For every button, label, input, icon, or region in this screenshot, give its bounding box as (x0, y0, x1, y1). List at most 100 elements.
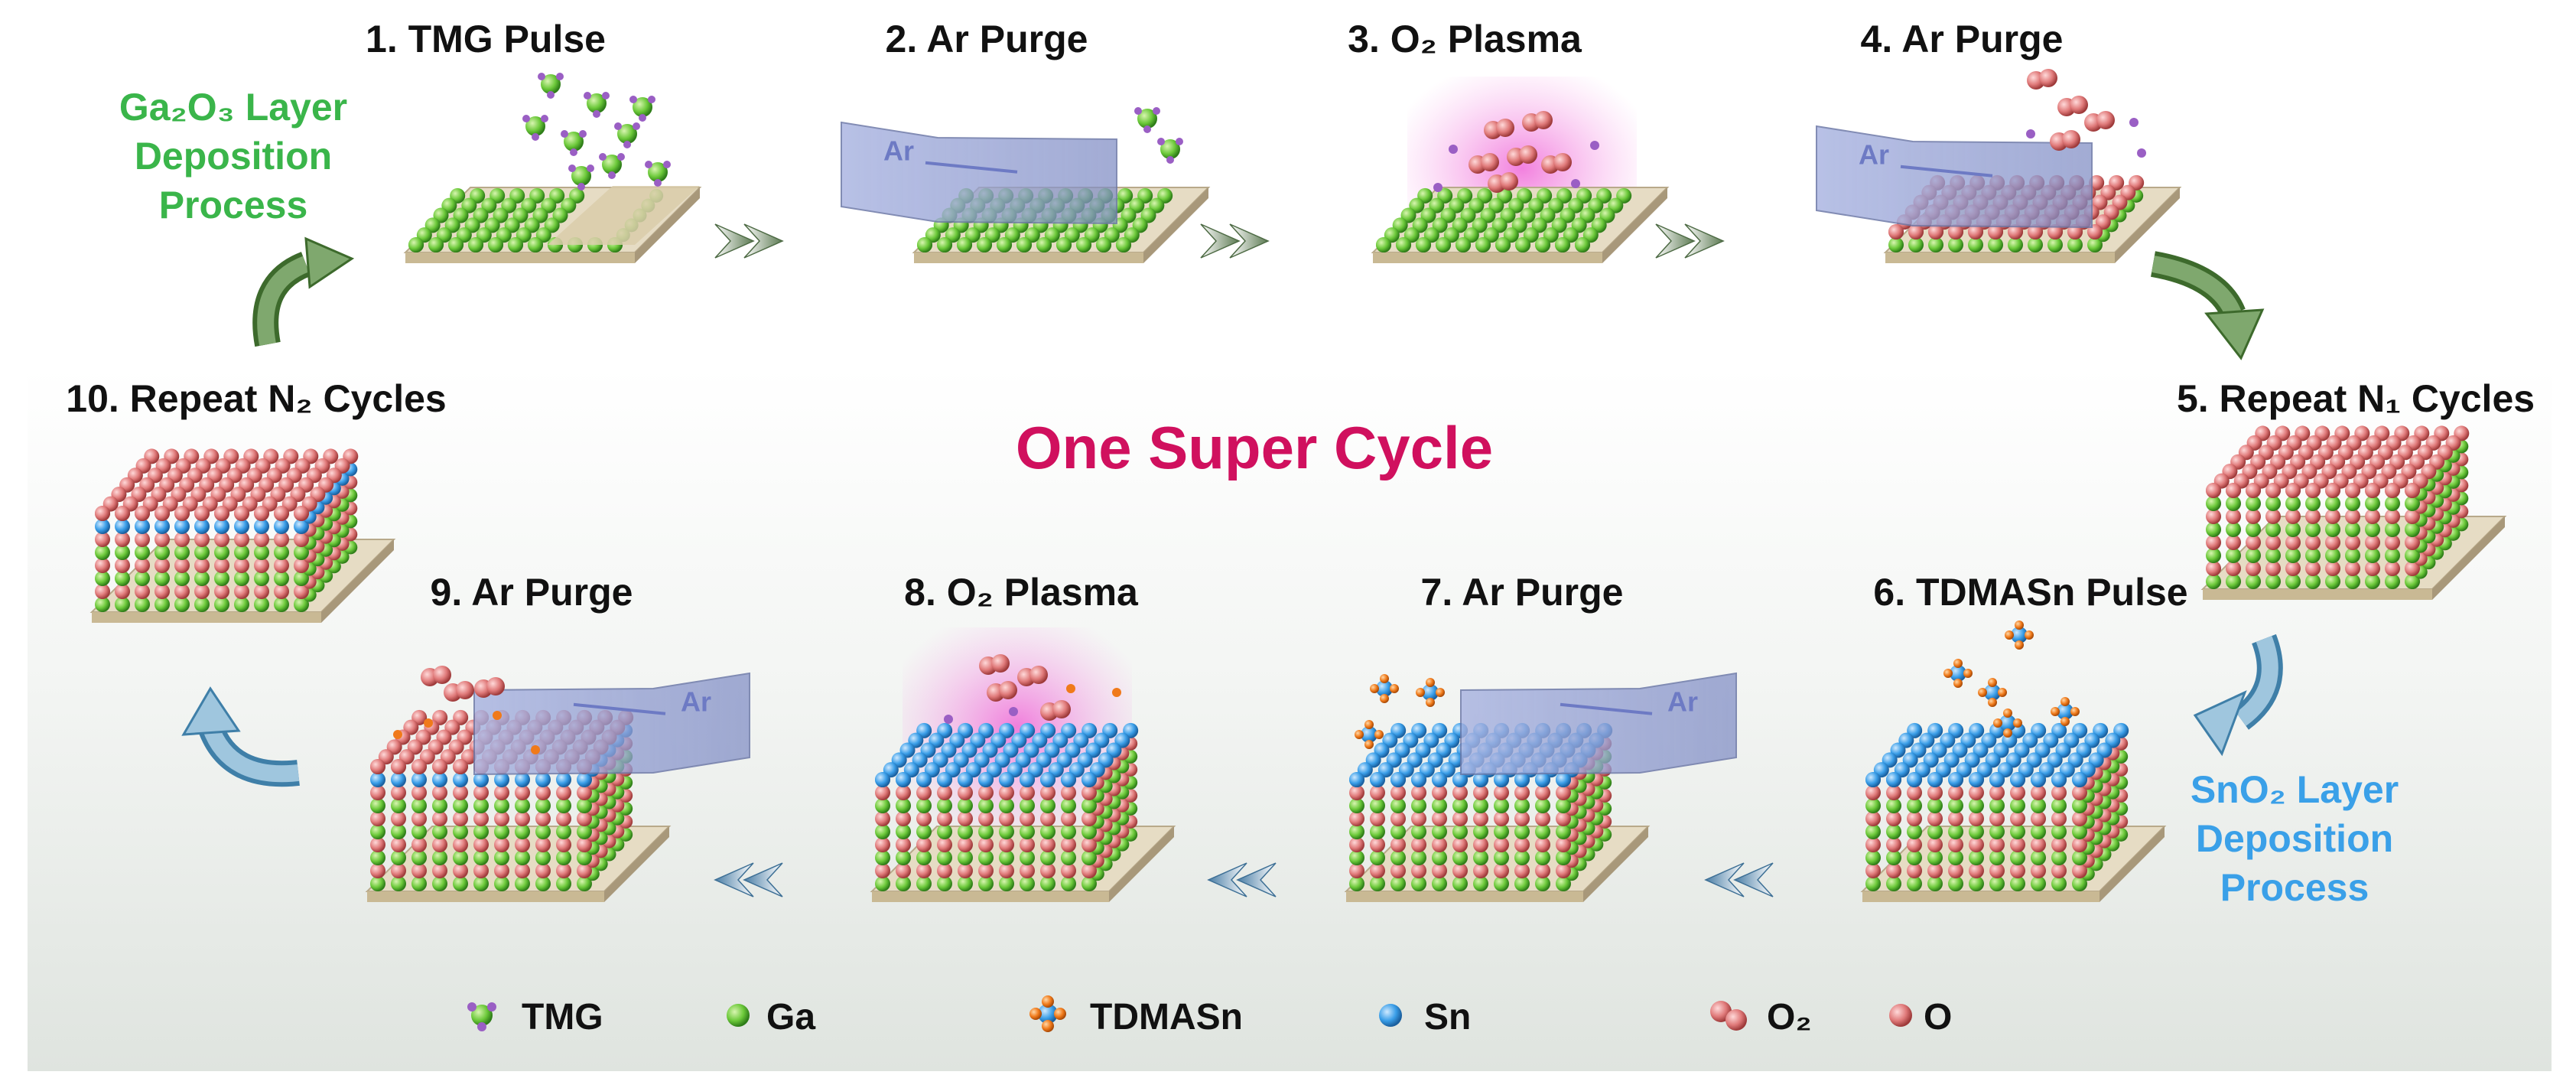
platform-step-9-atom (391, 850, 406, 865)
tdmasn-molecule-6 (1416, 678, 1445, 707)
platform-step-7-atom (1556, 863, 1571, 878)
platform-step-8-atom (978, 850, 994, 865)
tmg-molecule-1-methyl (602, 92, 610, 99)
chevron-arrow-1-2-chevron (714, 223, 755, 259)
tmg-molecule-0 (538, 73, 564, 99)
platform-step-9-atom (494, 798, 509, 813)
tmg-molecule-5-methyl (629, 96, 637, 103)
platform-step-9-atom (453, 876, 468, 891)
sno2-process-label: SnO₂ Layer Deposition Process (2191, 765, 2399, 912)
platform-step-5-atom (2345, 535, 2360, 550)
platform-step-10-atom (95, 571, 110, 586)
step-3-label: 3. O₂ Plasma (1348, 18, 1582, 60)
platform-step-10-atom (294, 558, 309, 573)
platform-step-10-substrate-front (92, 612, 321, 623)
tmg-molecule-2-ga (525, 116, 545, 136)
platform-step-6-atom (2031, 785, 2046, 800)
platform-step-7-atom (1349, 811, 1364, 826)
platform-step-6-atom (1927, 863, 1943, 878)
platform-step-7-atom (1473, 785, 1488, 800)
platform-step-7-atom (1370, 863, 1385, 878)
platform-step-7-atom (1556, 798, 1571, 813)
platform-step-1-atom (428, 237, 444, 252)
platform-step-7-atom (1494, 863, 1509, 878)
o2-molecule-2 (1507, 145, 1537, 166)
platform-step-6-atom (2051, 850, 2067, 865)
platform-step-9-atom (411, 824, 427, 839)
platform-step-10-atom (294, 532, 309, 547)
curved-arrow-9-10 (181, 686, 300, 787)
platform-step-7-atom (1494, 837, 1509, 852)
platform-step-9-atom (515, 876, 530, 891)
platform-step-4-substrate-side (2115, 187, 2180, 263)
platform-step-9-atom (556, 811, 571, 826)
platform-step-10-atom (154, 519, 170, 534)
platform-step-5-atom (2385, 548, 2400, 563)
platform-step-5-atom (2206, 574, 2221, 589)
tdmasn-molecule-0-sn (2011, 627, 2028, 643)
platform-step-4-atom (1928, 237, 1943, 252)
platform-step-7-atom (1370, 811, 1385, 826)
platform-step-7-atom (1370, 850, 1385, 865)
platform-step-5-atom (2285, 548, 2301, 563)
platform-step-4-atom (1888, 237, 1904, 252)
platform-step-5-atom (2206, 509, 2221, 524)
platform-step-8-atom (937, 772, 952, 787)
platform-step-6-atom (2051, 863, 2067, 878)
platform-step-7-atom (1473, 837, 1488, 852)
tdmasn-molecule-3-ligand (2060, 717, 2070, 726)
platform-step-6-atom (2010, 811, 2025, 826)
tmg-molecule-0-methyl (556, 73, 564, 80)
platform-step-6-atom (2010, 772, 2025, 787)
platform-step-9-atom (411, 759, 427, 774)
platform-step-10-atom (135, 532, 150, 547)
platform-step-7-atom (1411, 837, 1426, 852)
tmg-molecule-0-methyl (538, 73, 545, 80)
platform-step-5-atom (2325, 522, 2340, 537)
platform-step-4-substrate-front (1885, 252, 2115, 263)
chevron-arrow-2-3-chevron (1200, 223, 1241, 259)
platform-step-6-atom (1989, 798, 2005, 813)
platform-step-7-atom (1411, 798, 1426, 813)
platform-step-7-atom (1556, 772, 1571, 787)
platform-step-8-atom (958, 863, 973, 878)
tmg-molecule-5-methyl (648, 96, 655, 103)
platform-step-8-atom (1040, 876, 1055, 891)
platform-step-5-atom (2265, 483, 2281, 498)
platform-step-7-atom (1473, 798, 1488, 813)
platform-step-9-atom (391, 837, 406, 852)
platform-step-5-atom (2226, 496, 2241, 511)
chevron-arrow-1-2-chevron (743, 223, 784, 259)
platform-step-7-atom (1432, 850, 1447, 865)
platform-step-6-atom (1989, 785, 2005, 800)
tdmasn-molecule-3-sn (2057, 703, 2073, 720)
platform-step-6-atom (2072, 785, 2087, 800)
platform-step-2-atom (1056, 237, 1072, 252)
platform-step-10-atom (135, 558, 150, 573)
platform-step-6-atom (1969, 798, 1984, 813)
tmg-molecule-3 (561, 130, 587, 156)
platform-step-4-atom (2028, 224, 2043, 239)
platform-step-6-atom (2072, 798, 2087, 813)
platform-step-9-atom (453, 759, 468, 774)
platform-step-8-atom (958, 824, 973, 839)
platform-step-4-atom (2008, 224, 2023, 239)
tdmasn-molecule-7-sn (1361, 726, 1377, 743)
platform-step-10-atom (154, 571, 170, 586)
tmg-molecule-2-methyl (532, 133, 539, 141)
platform-step-7-atom (1370, 876, 1385, 891)
platform-step-10-atom (174, 571, 190, 586)
platform-step-8-atom (937, 876, 952, 891)
platform-step-10-atom (95, 506, 110, 521)
platform-step-2-atom (1036, 237, 1052, 252)
platform-step-7-atom (1514, 785, 1530, 800)
platform-step-1-atom (488, 237, 503, 252)
tdmasn-molecule-0 (2005, 621, 2034, 650)
platform-step-8-atom (958, 785, 973, 800)
ar-flow-step-7-sheet (1460, 672, 1737, 776)
platform-step-4-atom (2008, 237, 2023, 252)
tdmasn-molecule-1-ligand (1953, 679, 1963, 688)
ar-flow-step-4-flow-arrow (1900, 165, 1993, 178)
legend-sn-label: Sn (1424, 997, 1472, 1038)
platform-step-9-substrate-side (604, 826, 669, 902)
